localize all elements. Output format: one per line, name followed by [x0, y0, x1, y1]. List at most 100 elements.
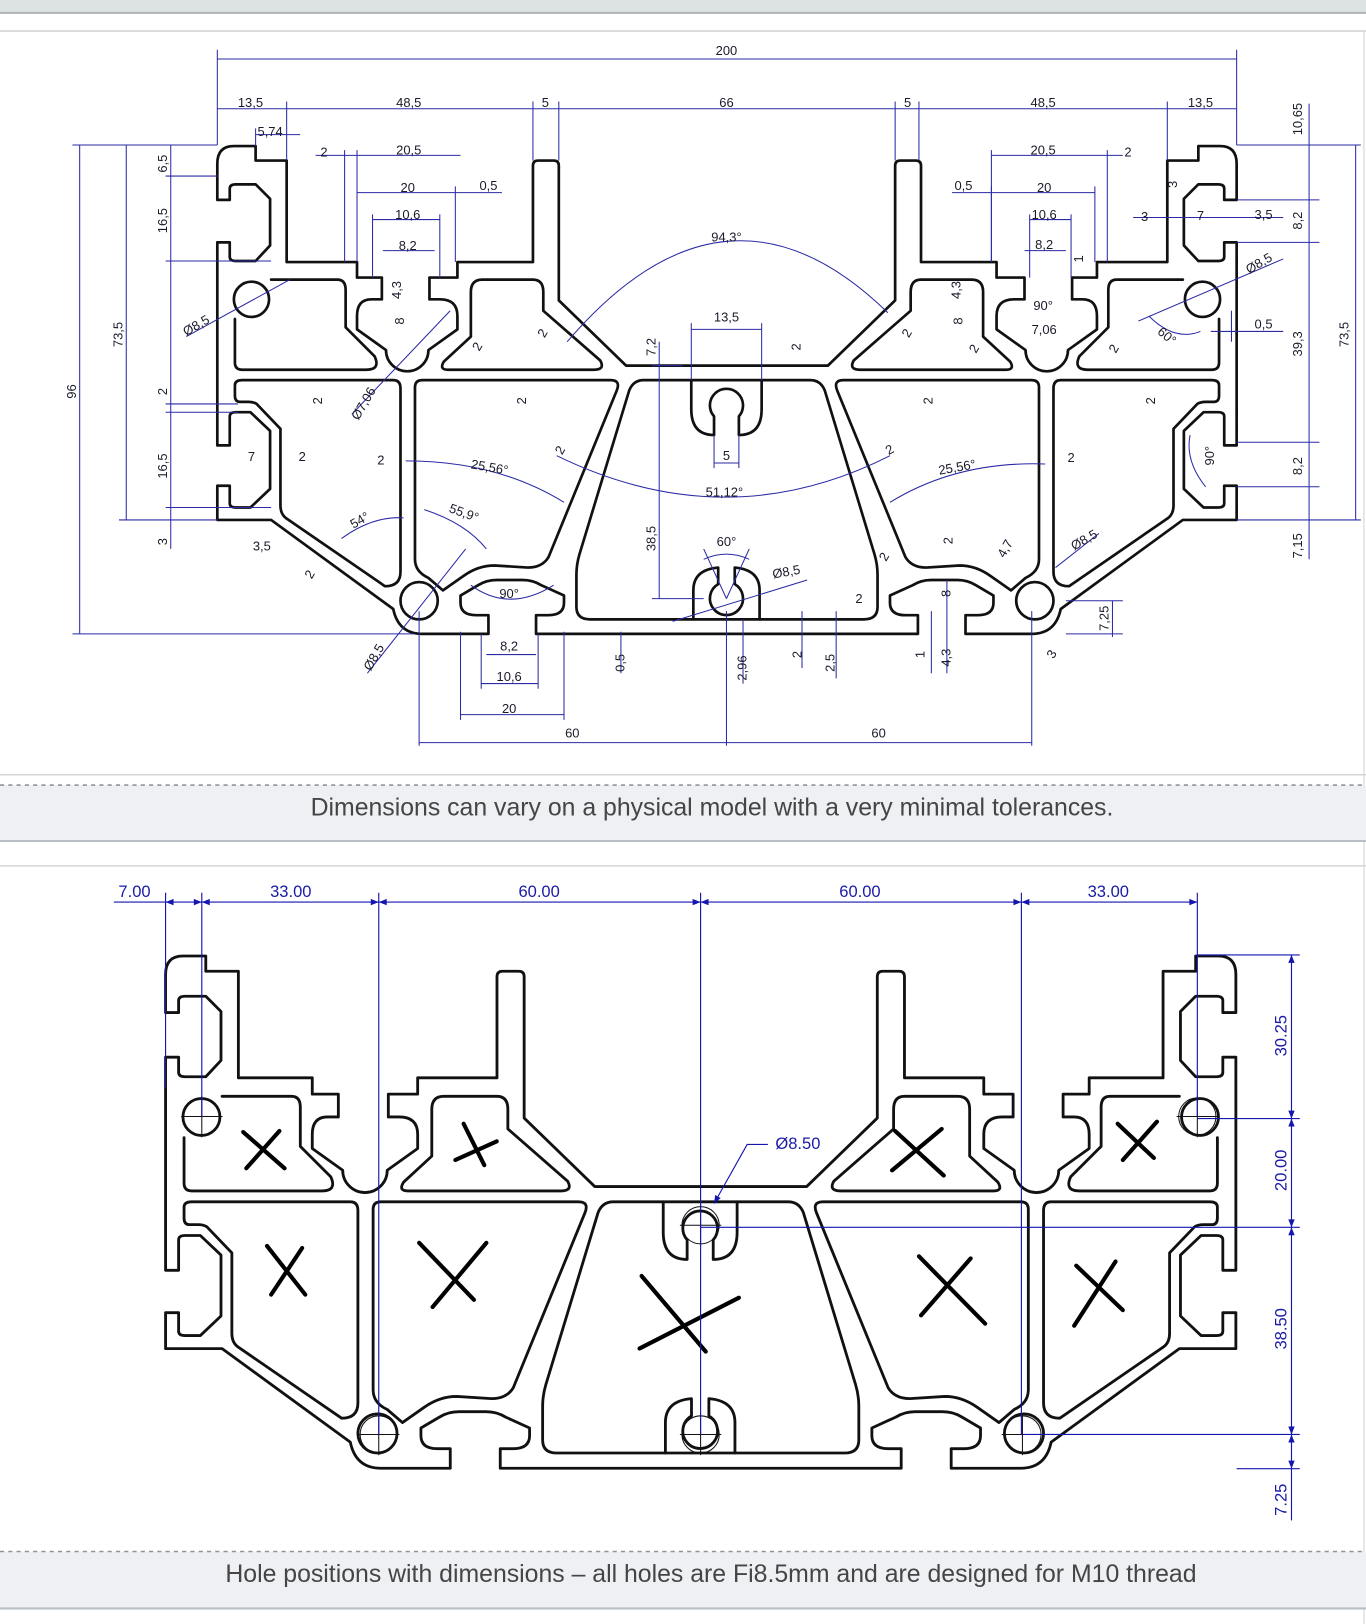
dimension-label: 2 [552, 443, 569, 457]
dimension-label-60-left: 60.00 [518, 882, 559, 901]
dimension-label: 8,2 [500, 639, 518, 654]
dimension-label: 0,5 [612, 654, 627, 672]
dimension-label: 2,96 [734, 655, 749, 680]
dimension-label: 2 [320, 145, 327, 160]
dimension-label: 2,5 [822, 654, 837, 672]
dimension-label: 4,7 [994, 537, 1016, 560]
dimension-label: 13,5 [238, 95, 263, 110]
dimension-label: 73,5 [110, 322, 125, 347]
dimension-lines [72, 49, 1361, 746]
dimension-label: 7,25 [1097, 606, 1112, 631]
dimension-label: Ø8,5 [360, 641, 387, 673]
dimension-label: 3,5 [253, 538, 271, 553]
dimension-label: 8 [951, 317, 966, 324]
dimension-label: 7 [248, 449, 255, 464]
dimension-label-7-25: 7.25 [1272, 1484, 1291, 1516]
dimension-label-7: 7.00 [118, 882, 150, 901]
dimension-label: 90° [499, 586, 519, 601]
dimension-label: 2 [789, 651, 804, 658]
hole-position-drawing: 7.00 33.00 60.00 60.00 33.00 30.25 20.00… [113, 882, 1300, 1521]
dimension-label: 8 [392, 317, 407, 324]
dimension-label: 48,5 [396, 95, 421, 110]
dimension-label: 7 [1197, 208, 1204, 223]
dimension-label: 3 [155, 538, 170, 545]
dimension-label: 20,5 [1031, 143, 1056, 158]
dimension-label: 2 [883, 441, 897, 458]
dimension-label: 60 [871, 726, 885, 741]
caption-dimensions-tolerance: Dimensions can vary on a physical model … [311, 794, 1114, 821]
dimension-label: 8,2 [1290, 212, 1305, 230]
dimension-label: 13,5 [714, 309, 739, 324]
dimension-label: 2 [514, 397, 529, 404]
dimension-label: 16,5 [155, 208, 170, 233]
dimension-label: 60° [717, 534, 737, 549]
dimension-label: 2 [377, 452, 384, 467]
dimension-label: 10,6 [497, 669, 522, 684]
caption-band [0, 785, 1366, 841]
dimension-label: Ø8,5 [1068, 526, 1100, 553]
dimension-label: 0,5 [954, 178, 972, 193]
dimension-label: 20 [1037, 180, 1051, 195]
dimension-label: 54° [347, 509, 371, 532]
caption-hole-positions: Hole positions with dimensions – all hol… [225, 1561, 1196, 1588]
dimension-label: 20 [401, 180, 415, 195]
dimension-label: 20,5 [396, 143, 421, 158]
cavity-cross-marks [241, 1119, 1160, 1354]
dimension-label-20: 20.00 [1272, 1150, 1291, 1191]
dimension-label: 25,56° [937, 456, 977, 477]
dimension-label: 2 [299, 449, 306, 464]
dimension-label: 38,5 [643, 526, 658, 551]
dimension-label: 0,5 [479, 178, 497, 193]
dimension-label: 2 [788, 343, 803, 350]
dimension-label: Ø8,5 [180, 312, 212, 339]
caption-band [0, 1551, 1366, 1609]
dimension-label: 0,5 [1255, 317, 1273, 332]
dimension-label: 1 [912, 651, 927, 658]
dimension-label: 2 [966, 342, 983, 356]
dimension-label: 60° [1155, 324, 1180, 348]
dimension-label: 5 [542, 95, 549, 110]
dimension-label: 2 [940, 537, 955, 544]
dimension-label-38-5: 38.50 [1272, 1308, 1291, 1349]
dimension-label-60-right: 60.00 [839, 882, 880, 901]
dimension-label: 2 [469, 340, 486, 354]
dimension-label: 8 [938, 590, 953, 597]
top-strip [0, 0, 1366, 13]
dimension-label: 3,5 [1255, 207, 1273, 222]
dimension-label: 13,5 [1188, 95, 1213, 110]
dimension-label: 3 [1165, 181, 1180, 188]
dimension-label-33-left: 33.00 [270, 882, 311, 901]
dimension-label: 7,15 [1290, 533, 1305, 558]
dimension-label: 2 [898, 326, 915, 340]
dimension-label-33-right: 33.00 [1088, 882, 1129, 901]
dimension-label: 2 [876, 550, 893, 564]
dimension-label: 4,3 [938, 649, 953, 667]
dimension-label: 10,6 [1032, 207, 1057, 222]
dimension-label: 200 [716, 43, 738, 58]
dimension-label: 39,3 [1290, 331, 1305, 356]
dimension-label: 5,74 [258, 124, 283, 139]
hole-markers [181, 1095, 1219, 1456]
dimension-label: 8,2 [1290, 457, 1305, 475]
dimension-label: 60 [565, 726, 579, 741]
dimension-label: 8,2 [399, 238, 417, 253]
dimension-label: 51,12° [706, 484, 744, 499]
dimension-label: 48,5 [1031, 95, 1056, 110]
dimension-label: Ø8,5 [1243, 250, 1275, 277]
dimension-label: 5 [904, 95, 911, 110]
dimension-label: 10,6 [395, 207, 420, 222]
dimension-label: 2 [155, 388, 170, 395]
dimension-label: 90° [1033, 298, 1053, 313]
dimension-label: 3 [1043, 647, 1060, 661]
dimension-label: 25,56° [470, 456, 510, 477]
dimension-label: 4,3 [389, 281, 404, 299]
dimension-label: 90° [1202, 446, 1217, 466]
dimension-label: 5 [723, 448, 730, 463]
dimension-label: 16,5 [155, 453, 170, 478]
dimension-label: 1 [1071, 255, 1086, 262]
dimension-label: 2 [1067, 450, 1074, 465]
dimension-label: 4,3 [949, 281, 964, 299]
dimension-label: 2 [310, 397, 325, 404]
dimension-label: 3 [1141, 209, 1148, 224]
